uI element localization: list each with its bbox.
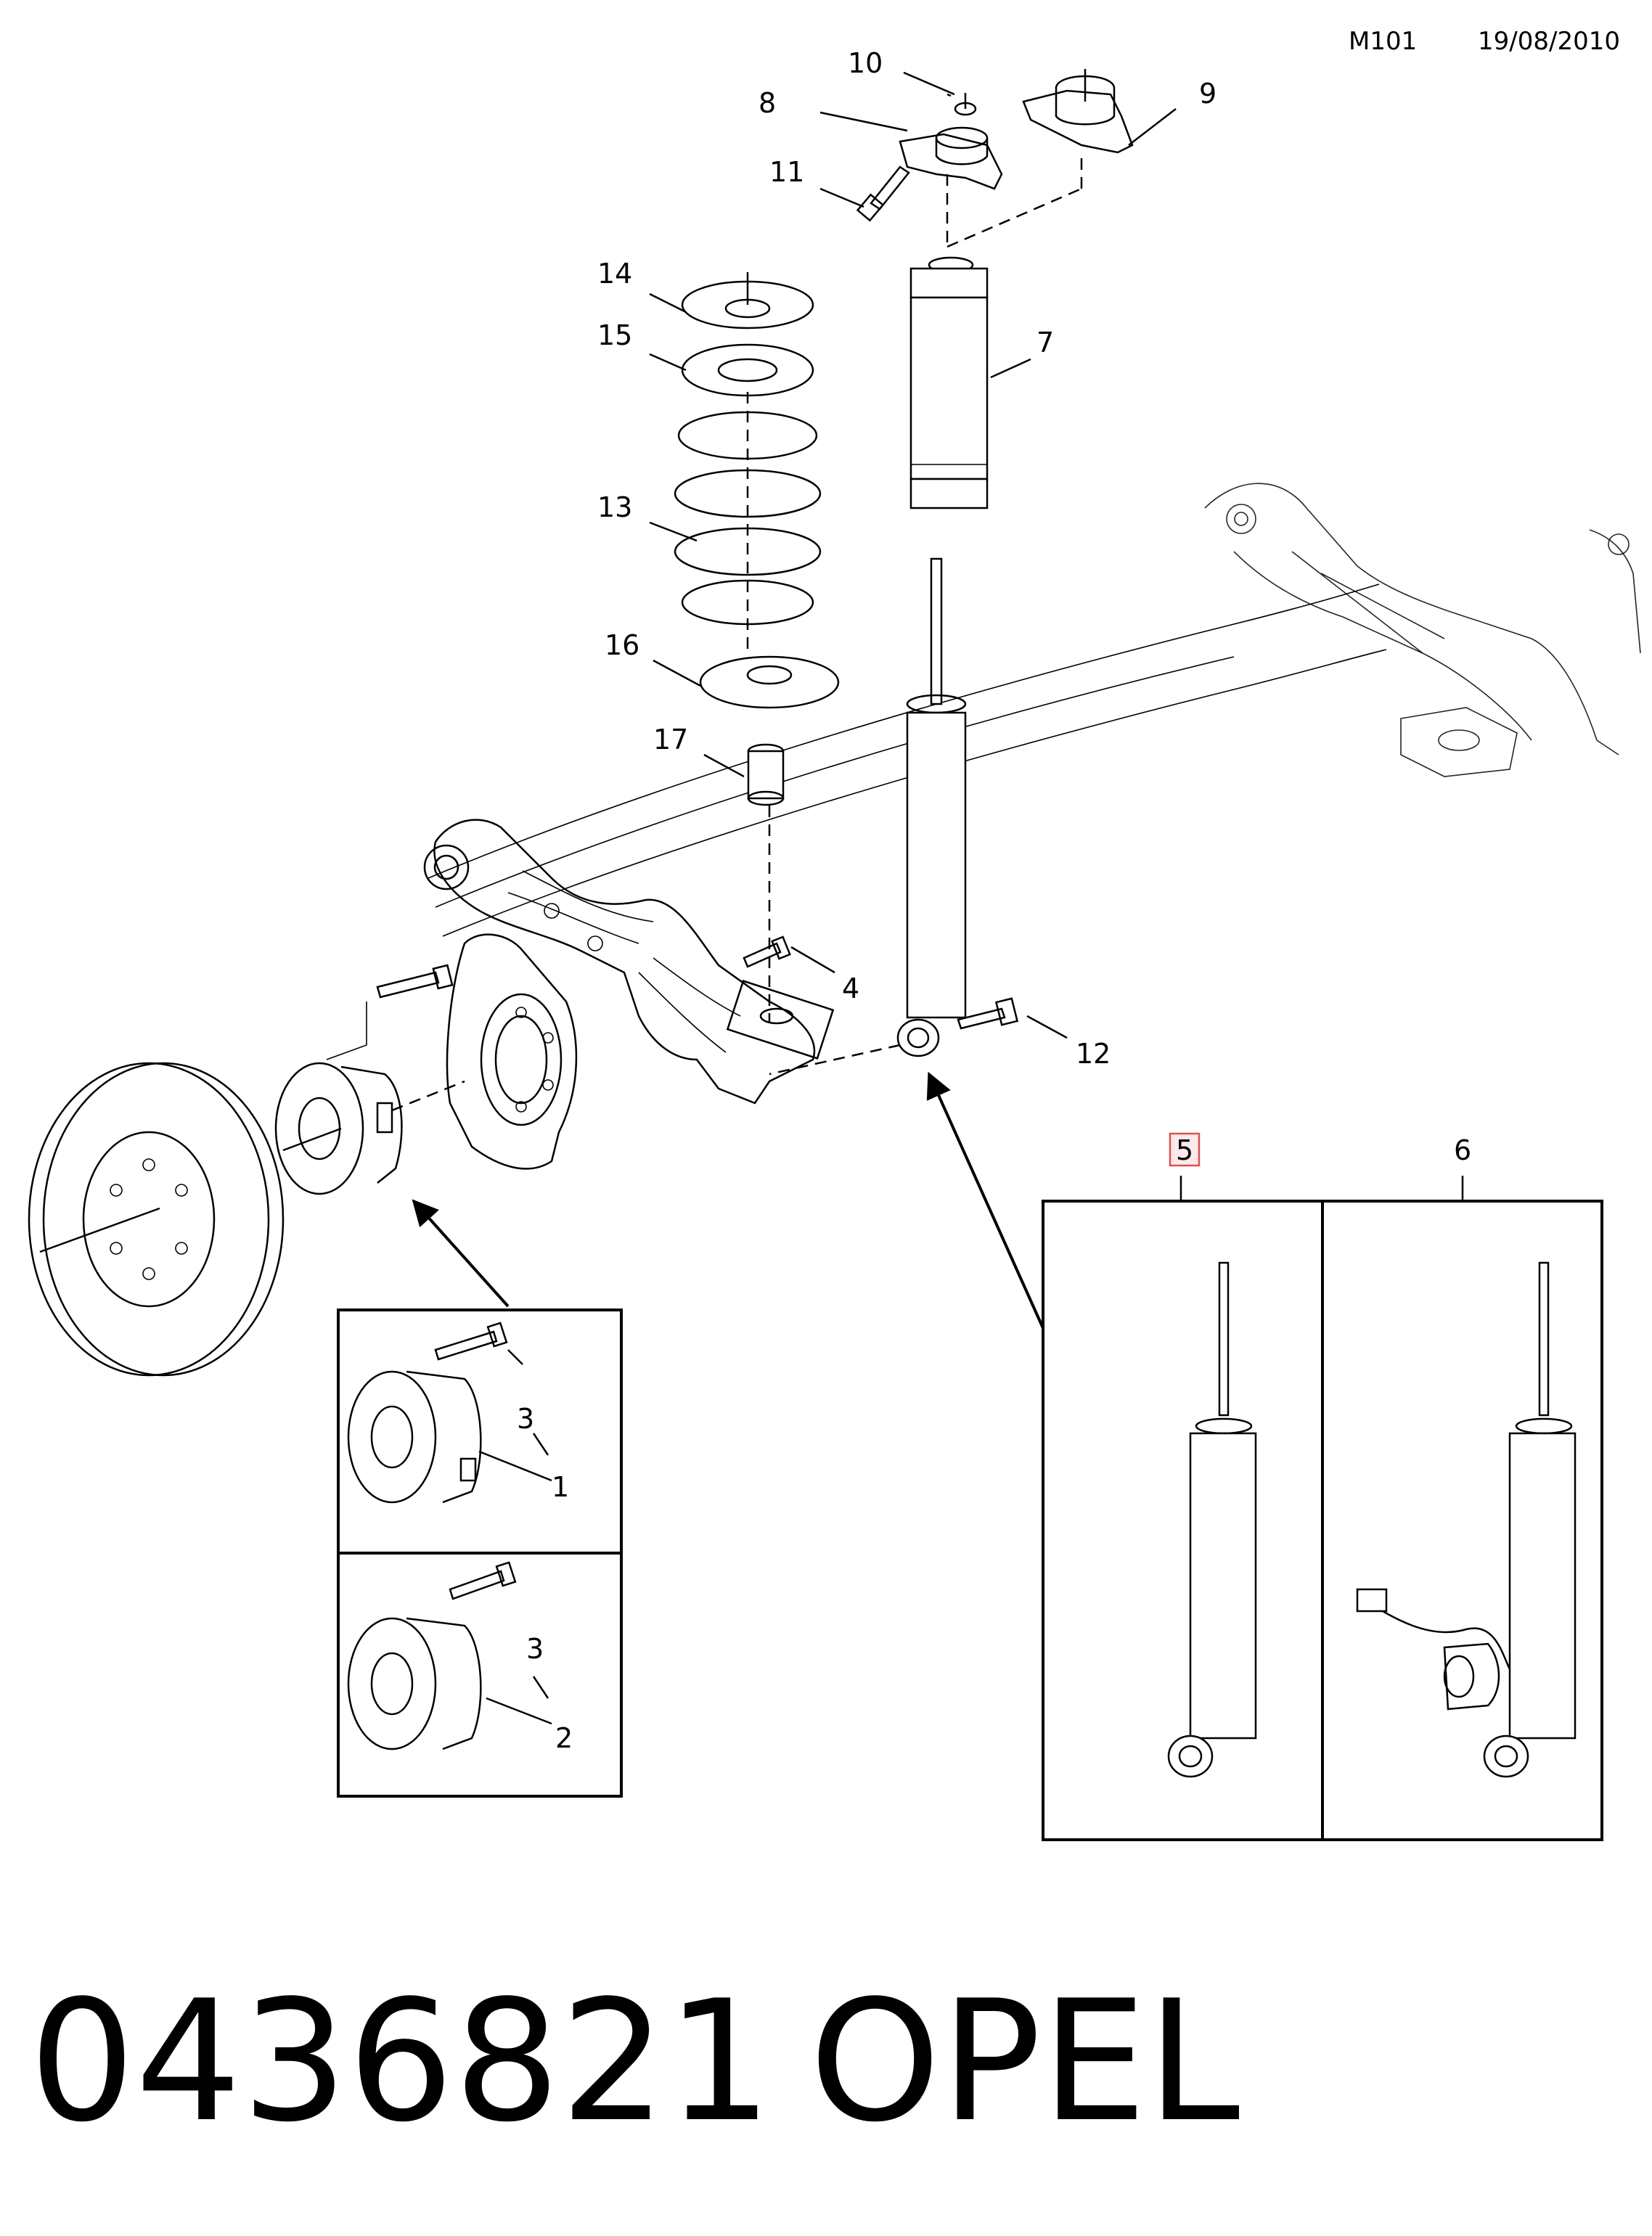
shock-absorber-6 [1356,1261,1577,1778]
brake-disc [28,1062,285,1377]
shock-absorber [769,557,967,1076]
callout-7[interactable]: 7 [1036,327,1054,359]
bump-stop-17 [703,743,785,1023]
callout-5-highlight [1169,1132,1201,1167]
shock-top-mount-9 [1022,69,1177,154]
callout-5[interactable]: 5 [1176,1134,1193,1166]
part-number: 0436821 [29,1965,772,2159]
arrow-hub-detail [412,1199,510,1308]
callout-6[interactable]: 6 [1454,1134,1471,1166]
callout-12[interactable]: 12 [1076,1038,1111,1070]
arrow-shock-variants [926,1071,1044,1329]
spring-seat-14 [649,272,814,329]
callout-14[interactable]: 14 [597,258,632,290]
callout-15[interactable]: 15 [597,319,632,351]
diagram-code: M101 [1349,27,1417,56]
wheel-hub-assembly [274,1062,465,1195]
bolt-4 [743,935,835,974]
callout-16[interactable]: 16 [605,629,639,661]
callout-3a[interactable]: 3 [517,1403,534,1435]
callout-1[interactable]: 1 [552,1471,569,1503]
callout-4[interactable]: 4 [842,972,859,1004]
callout-13[interactable]: 13 [597,491,632,523]
callout-2[interactable]: 2 [555,1722,573,1754]
callout-3b[interactable]: 3 [526,1633,544,1665]
rear-axle-beam [428,483,1641,937]
shock-absorber-5 [1167,1261,1257,1778]
callout-10[interactable]: 10 [848,47,883,79]
spring-insulator-15 [649,343,814,397]
bolt-11 [819,165,910,222]
leader-10 [946,93,952,97]
hub-bolt [326,964,454,1060]
coil-spring-13 [649,392,822,653]
callout-8[interactable]: 8 [758,87,776,119]
brake-backing-plate [446,933,578,1170]
hub-bearing-1 [347,1322,552,1504]
dust-boot-7 [909,256,1031,509]
diagram-date: 19/08/2010 [1478,27,1620,56]
spring-seat-16 [653,655,840,709]
trailing-arm-knuckle [423,819,835,1105]
hub-detail-box-2 [337,1552,623,1798]
callout-11[interactable]: 11 [769,156,804,188]
callout-9[interactable]: 9 [1199,78,1216,110]
shock-top-mount-8 [819,93,1003,190]
brand-name: OPEL [809,1965,1240,2159]
callout-17[interactable]: 17 [653,724,688,755]
shock-variants-box [1042,1176,1603,1841]
hub-bearing-2 [347,1561,552,1750]
bolt-12 [957,997,1068,1039]
